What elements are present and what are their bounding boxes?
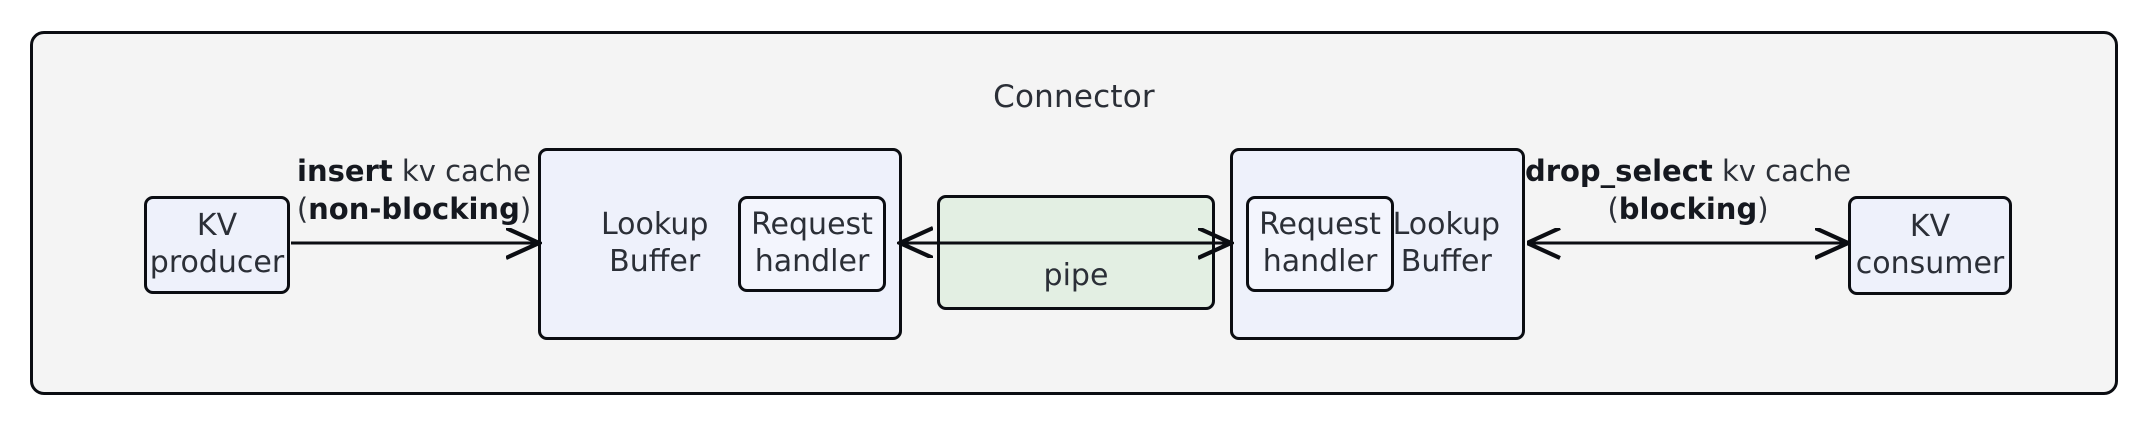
kv-consumer-node[interactable]: KV consumer: [1848, 196, 2012, 295]
insert-op-text: insert: [297, 154, 393, 188]
drop-select-edge-label: drop_select kv cache (blocking): [1512, 152, 1864, 229]
drop-select-mode-text: blocking: [1618, 192, 1758, 227]
kv-consumer-label: KV consumer: [1855, 208, 2005, 281]
insert-rest-text: kv cache: [392, 154, 531, 188]
kv-producer-node[interactable]: KV producer: [144, 196, 290, 294]
pipe-label: pipe: [1043, 258, 1109, 294]
drop-select-paren-close: ): [1757, 192, 1769, 227]
insert-paren-open: (: [296, 192, 309, 227]
connector-title: Connector: [993, 79, 1155, 115]
insert-paren-close: ): [519, 192, 532, 227]
lookup-buffer-left-label: Lookup Buffer: [601, 207, 709, 279]
lookup-buffer-right-label: Lookup Buffer: [1392, 207, 1500, 279]
insert-mode-text: non-blocking: [308, 192, 520, 227]
insert-edge-label: insert kv cache (non-blocking): [258, 152, 570, 229]
request-handler-right-node[interactable]: Request handler: [1246, 196, 1394, 292]
drop-select-op-text: drop_select: [1524, 154, 1713, 188]
drop-select-paren-open: (: [1607, 192, 1619, 227]
request-handler-left-node[interactable]: Request handler: [738, 196, 886, 292]
drop-select-rest-text: kv cache: [1712, 154, 1852, 188]
kv-producer-label: KV producer: [149, 208, 285, 280]
pipe-node[interactable]: pipe: [937, 195, 1215, 310]
